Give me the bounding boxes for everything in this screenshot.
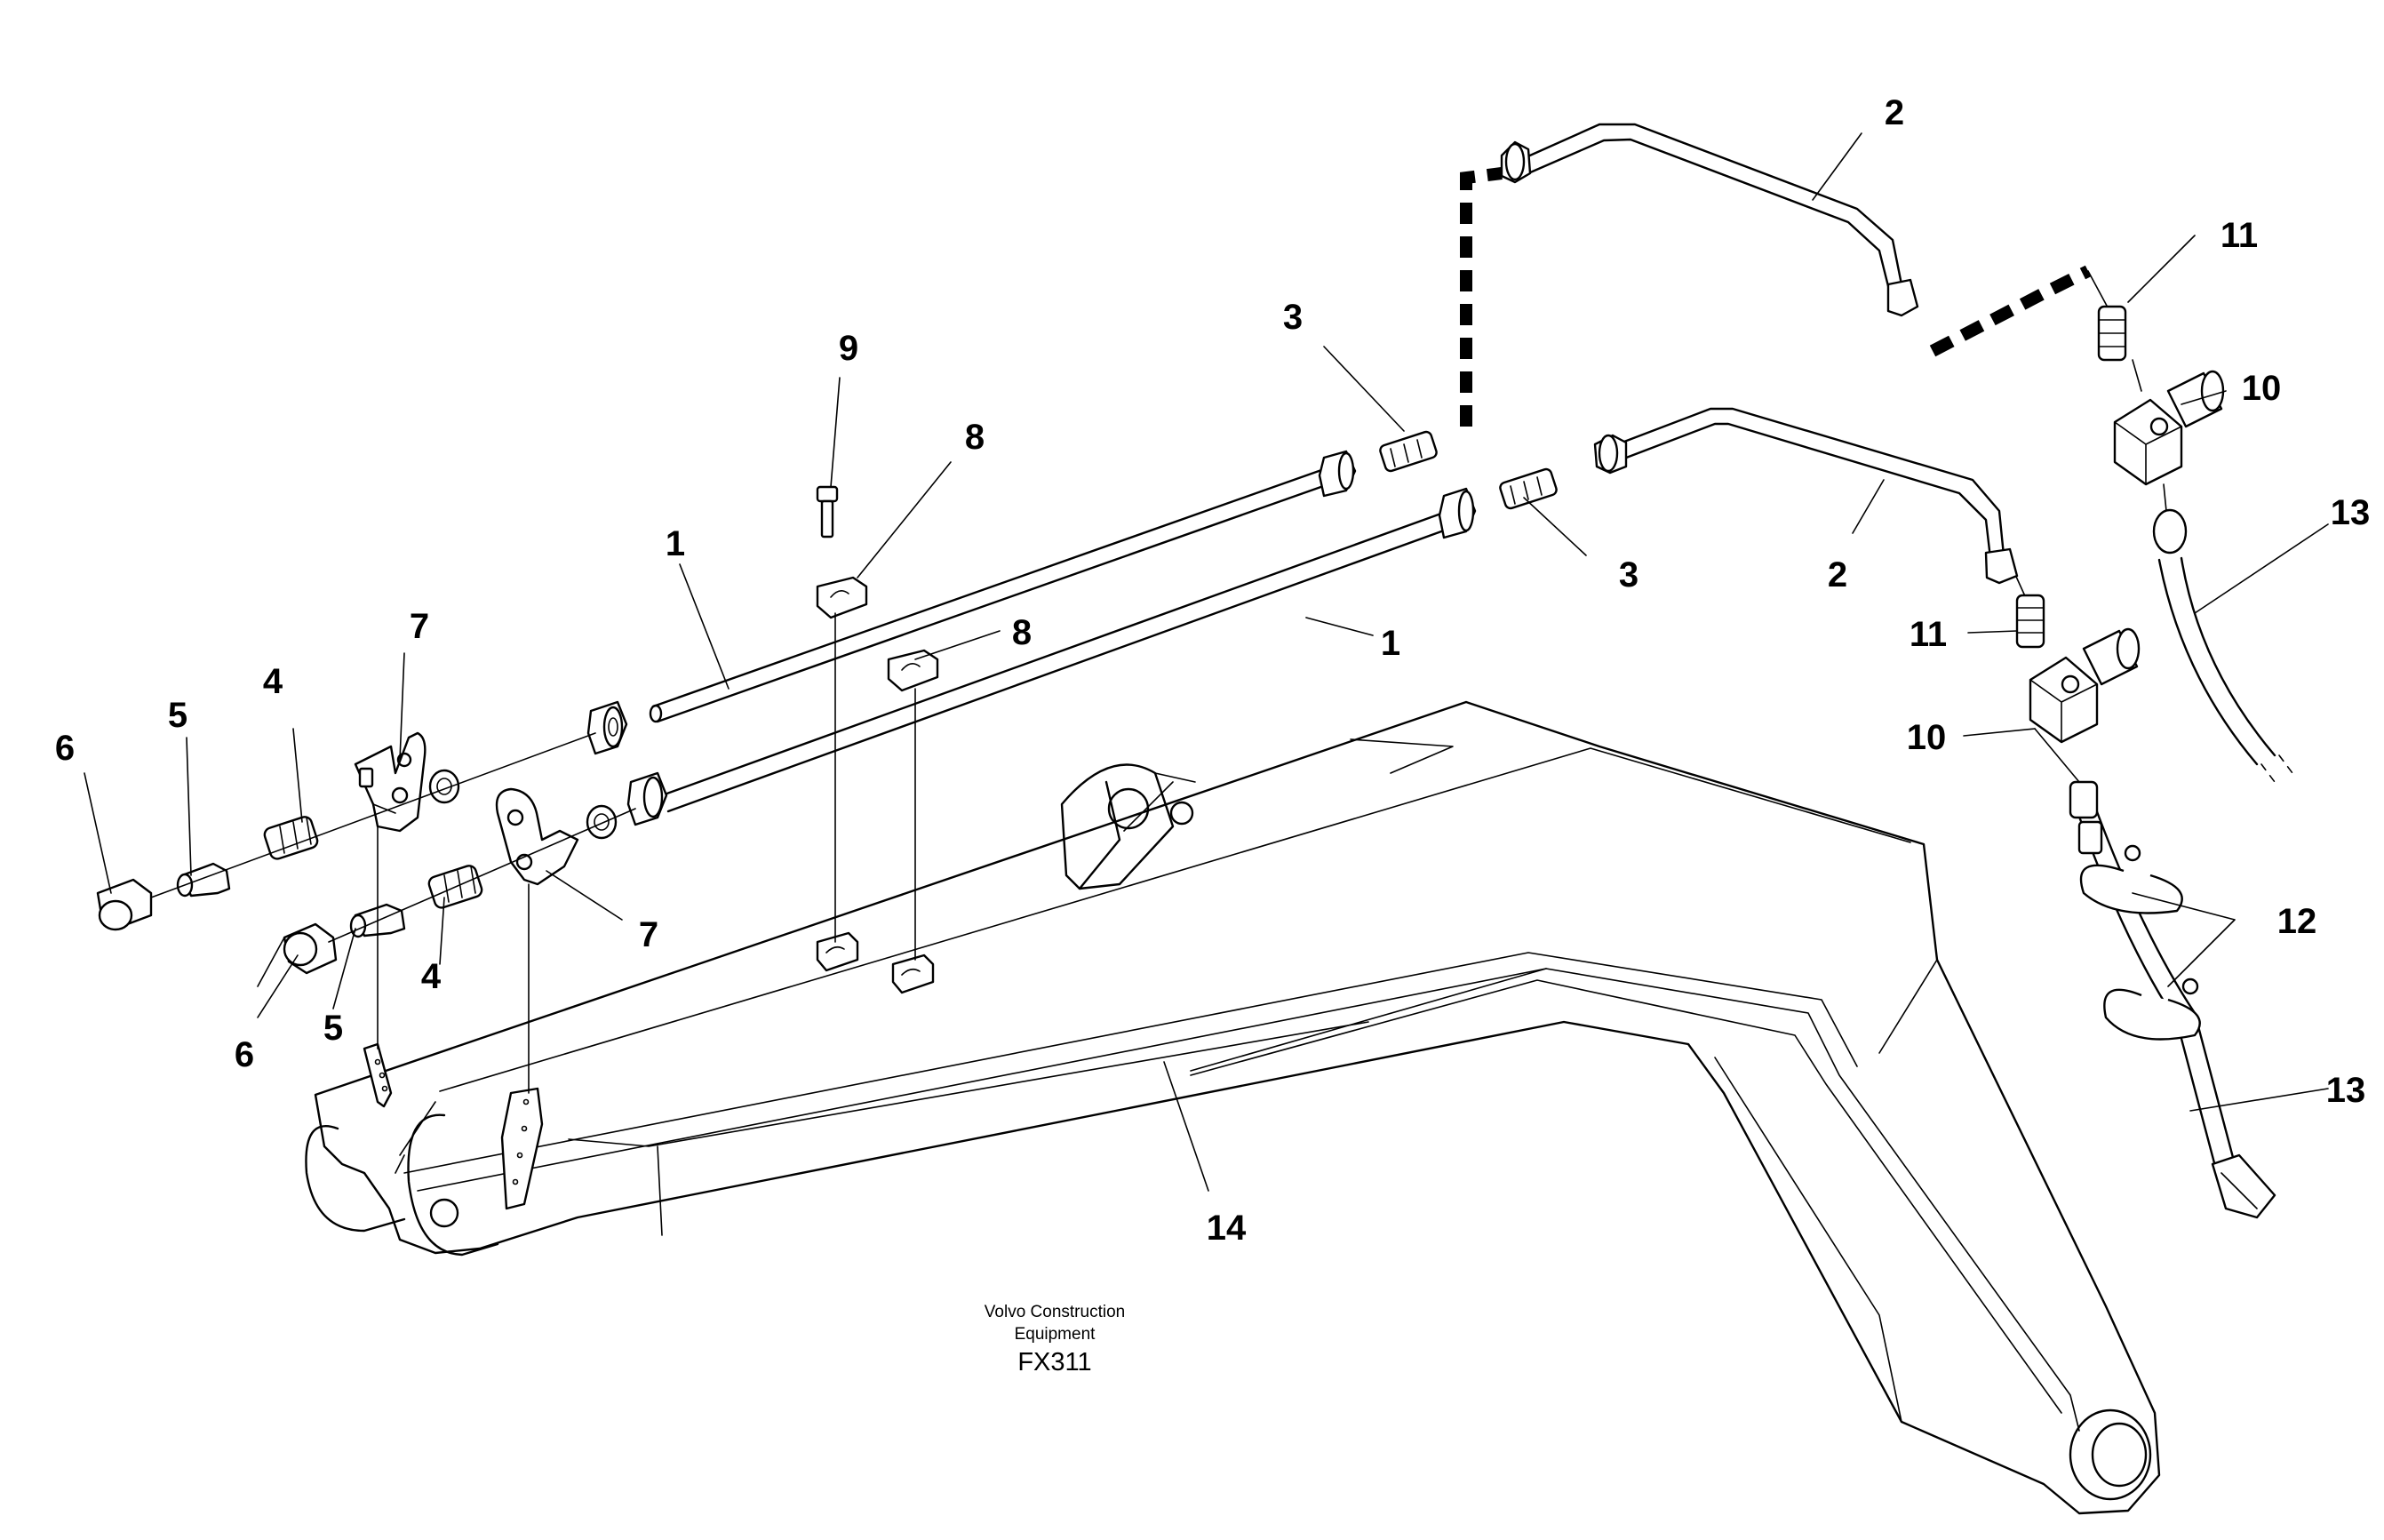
hose-13 [2152,508,2293,783]
hose-clamp-12 [2079,844,2183,914]
cap-nut-6 [96,878,153,931]
callout-3-upper: 3 [1283,298,1303,337]
callout-8-lower: 8 [1012,613,1032,652]
callout-4-lower: 4 [421,957,442,996]
credit-company: Volvo Construction [985,1303,1125,1321]
connection-line [2132,359,2142,392]
hose-clamp-12 [2103,977,2201,1041]
hose-13 [2069,780,2276,1219]
dashed-connector [1929,265,2092,357]
upper-tube-1 [649,467,1330,723]
credit-code: FX311 [1017,1348,1091,1376]
callout-11-upper: 11 [2221,216,2258,255]
callout-7-lower: 7 [639,915,658,954]
callout-10-upper: 10 [2242,369,2282,408]
callout-7-upper: 7 [410,607,429,646]
boom-arm [305,700,2161,1515]
connection-line [328,808,636,943]
leader-lines [84,132,2329,1192]
tube-nut [626,771,668,826]
callout-9: 9 [839,329,858,368]
pipe-clamp-8 [887,649,939,692]
callout-6-lower: 6 [235,1035,254,1074]
fitting-5 [176,862,231,898]
callout-8-upper: 8 [965,418,985,457]
connection-line [2034,728,2080,783]
callout-13-lower: 13 [2326,1071,2366,1110]
lock-nut [586,804,618,840]
pipe-clamp-8 [891,954,935,994]
pipe-clamp-8 [816,931,859,972]
tube-nut [1438,487,1477,539]
credit-subline: Equipment [1015,1325,1096,1344]
bolt-9 [816,485,839,539]
callout-10-lower: 10 [1907,718,1947,757]
tube-nut [586,700,628,755]
lower-pipe-2 [1615,407,2005,560]
callout-1-lower: 1 [1381,624,1400,663]
tube-nut [1500,140,1532,184]
mounting-bracket-7 [495,787,579,886]
mounting-bracket-7 [354,731,427,833]
adapter-fitting-11 [2015,594,2045,649]
pipe-clamp-8 [816,576,868,619]
callout-13-upper: 13 [2331,493,2371,532]
adapter-fitting-3 [1499,467,1558,510]
callout-12: 12 [2277,902,2317,941]
pipe-end-nut [1984,547,2019,585]
tube-nut [1318,450,1357,498]
fitting-4 [263,816,319,860]
mounting-strap [363,1042,393,1108]
callout-3-lower: 3 [1619,555,1639,594]
callout-1-upper: 1 [666,524,685,563]
adapter-fitting-3 [1379,430,1438,473]
callout-4-upper: 4 [263,662,283,701]
lock-nut [428,769,460,804]
credit-block: Volvo Construction Equipment FX311 [985,1303,1125,1376]
tube-nut [1593,434,1628,475]
tee-block-10 [2029,627,2141,744]
upper-pipe-2 [1522,123,1903,288]
dashed-connector [1460,167,1503,427]
mounting-strap [500,1087,544,1210]
callout-6-upper: 6 [55,729,75,768]
lower-tube-1 [660,509,1455,813]
connection-line [150,732,596,898]
tee-block-10 [2113,370,2225,486]
callout-11-lower: 11 [1910,615,1947,654]
callout-2-upper: 2 [1885,93,1904,132]
pipe-end-nut [1886,278,1919,317]
callout-5-upper: 5 [168,696,187,735]
adapter-fitting-11 [2097,305,2127,362]
callout-14: 14 [1207,1209,1247,1248]
cap-nut-6 [283,922,338,975]
callout-2-lower: 2 [1828,555,1847,594]
callout-labels: 1 1 2 2 3 3 4 4 5 5 6 6 7 7 8 8 9 10 10 … [55,93,2370,1248]
callout-5-lower: 5 [323,1009,343,1048]
